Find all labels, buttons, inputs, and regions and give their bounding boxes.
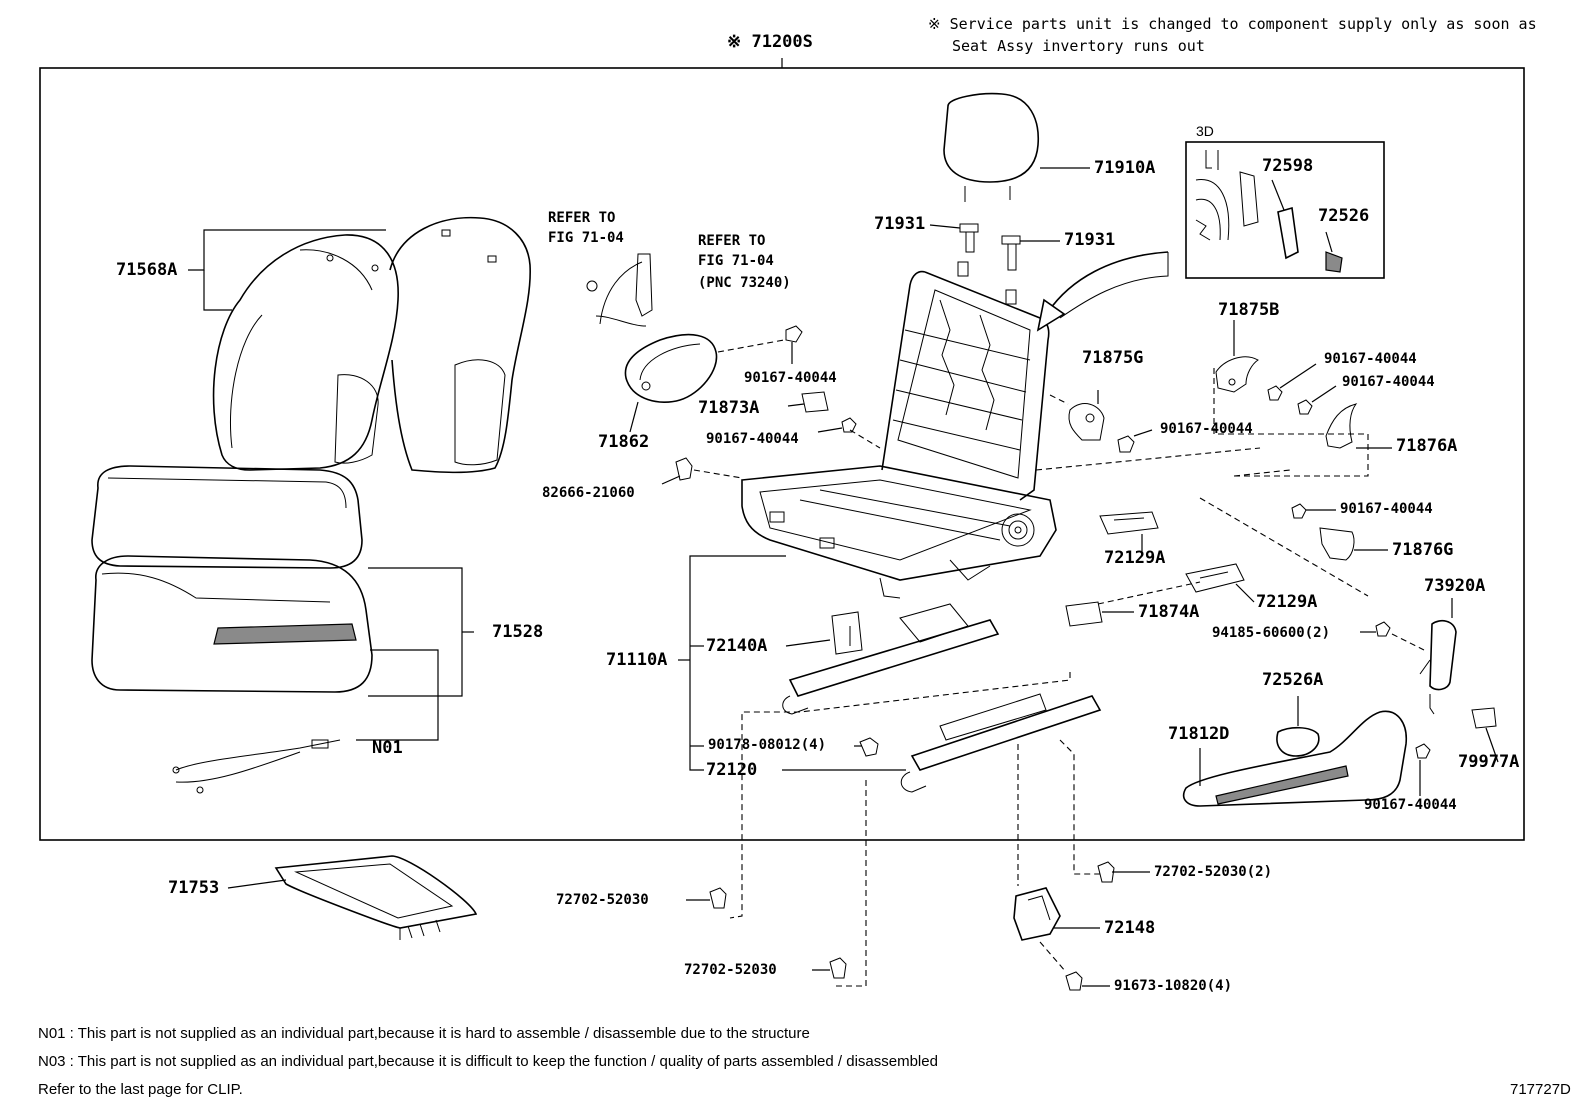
part-label-72120[interactable]: 72120: [706, 760, 758, 780]
leader-90167-b: [817, 427, 843, 433]
bracket-71876G-drawing: [1319, 527, 1355, 561]
trim-72129A-1-drawing: [1099, 511, 1159, 535]
leader-71862: [629, 401, 639, 433]
assembly-number: ※ 71200S: [727, 32, 813, 52]
inset-arrow: [1047, 251, 1169, 313]
part-label-82666-21060[interactable]: 82666-21060: [542, 485, 635, 501]
bracket-71875G-drawing: [1068, 403, 1105, 441]
cover-73920A-drawing: [1419, 619, 1457, 715]
service-note-line1: ※ Service parts unit is changed to compo…: [928, 15, 1537, 33]
part-label-72526A[interactable]: 72526A: [1262, 670, 1324, 690]
part-label-71876A[interactable]: 71876A: [1396, 436, 1458, 456]
leader-90167-e: [1133, 429, 1153, 437]
leader-71528: [368, 567, 463, 697]
belt-anchor-drawing: [586, 253, 653, 327]
part-label-90167-40044-d[interactable]: 90167-40044: [1342, 374, 1435, 390]
leader-90167-d: [1311, 385, 1337, 403]
part-label-91673-10820[interactable]: 91673-10820(4): [1114, 978, 1233, 994]
seat-track-72120-drawing: [900, 693, 1102, 793]
leader-72140A: [785, 639, 831, 647]
bracket-71876A-drawing: [1325, 403, 1358, 449]
part-label-72702-52030-c[interactable]: 72702-52030(2): [1154, 864, 1273, 880]
part-label-90167-40044-a[interactable]: 90167-40044: [744, 370, 837, 386]
part-label-71110A[interactable]: 71110A: [606, 650, 668, 670]
refer-note-b-line1: REFER TO: [698, 233, 766, 249]
leader-71873A: [787, 403, 805, 407]
leader-71753: [227, 879, 287, 889]
trim-72129A-2-drawing: [1185, 563, 1245, 593]
part-label-90167-40044-f[interactable]: 90167-40044: [1340, 501, 1433, 517]
part-label-90167-40044-b[interactable]: 90167-40044: [706, 431, 799, 447]
leader-72598: [1271, 179, 1285, 211]
footer-note-n03: N03 : This part is not supplied as an in…: [38, 1053, 938, 1070]
part-label-71812D[interactable]: 71812D: [1168, 724, 1230, 744]
part-label-71873A[interactable]: 71873A: [698, 398, 760, 418]
refer-note-b-line3: (PNC 73240): [698, 275, 791, 291]
inset-3d-drawing: [1195, 150, 1343, 273]
knob-72526A-drawing: [1276, 726, 1320, 757]
wire-harness-drawing: [172, 739, 341, 794]
leader-79977A: [1485, 727, 1499, 763]
part-label-79977A[interactable]: 79977A: [1458, 752, 1520, 772]
leader-71568A: [188, 229, 386, 271]
footer-note-n01: N01 : This part is not supplied as an in…: [38, 1025, 810, 1042]
seat-track-72140A-drawing: [782, 603, 1000, 715]
part-label-90167-40044-c[interactable]: 90167-40044: [1324, 351, 1417, 367]
part-label-90167-40044-e[interactable]: 90167-40044: [1160, 421, 1253, 437]
headrest-guide-drawing: [959, 223, 1021, 271]
refer-note-a-line1: REFER TO: [548, 210, 616, 226]
seat-cushion-drawing: [91, 465, 373, 693]
refer-note-a-line2: FIG 71-04: [548, 230, 624, 246]
part-label-71876G[interactable]: 71876G: [1392, 540, 1454, 560]
part-label-72526[interactable]: 72526: [1318, 206, 1370, 226]
part-label-71568A[interactable]: 71568A: [116, 260, 178, 280]
part-label-94185-60600[interactable]: 94185-60600(2): [1212, 625, 1331, 641]
inset-3d-label: 3D: [1196, 123, 1214, 139]
recliner-cover-drawing: [624, 333, 718, 403]
part-label-71931-right[interactable]: 71931: [1064, 230, 1116, 250]
part-label-90167-40044-g[interactable]: 90167-40044: [1364, 797, 1457, 813]
leader-72129A-2: [1235, 583, 1255, 603]
part-label-71753[interactable]: 71753: [168, 878, 220, 898]
part-label-72129A-2[interactable]: 72129A: [1256, 592, 1318, 612]
part-label-72598[interactable]: 72598: [1262, 156, 1314, 176]
seat-frame-drawing: [741, 261, 1057, 599]
part-label-71528[interactable]: 71528: [492, 622, 544, 642]
leader-N01: [356, 649, 439, 741]
cushion-frame-drawing: [274, 855, 478, 940]
inset-3d-frame: [1185, 141, 1385, 279]
part-label-71931-left[interactable]: 71931: [874, 214, 926, 234]
illustration-number: 717727D: [1510, 1081, 1571, 1098]
part-label-72148[interactable]: 72148: [1104, 918, 1156, 938]
part-label-72129A-1[interactable]: 72129A: [1104, 548, 1166, 568]
bracket-71874A-drawing: [1065, 601, 1103, 627]
leader-71931-l: [929, 224, 961, 229]
footer-note-clip: Refer to the last page for CLIP.: [38, 1081, 243, 1098]
part-label-71875G[interactable]: 71875G: [1082, 348, 1144, 368]
leader-82666: [661, 475, 681, 485]
part-label-72702-52030-b[interactable]: 72702-52030: [684, 962, 777, 978]
seatback-cover-drawing: [212, 216, 531, 474]
assembly-frame: [39, 67, 1525, 841]
leader-90167-c: [1279, 363, 1317, 389]
shield-71812D-drawing: [1182, 710, 1407, 807]
part-label-72140A[interactable]: 72140A: [706, 636, 768, 656]
bracket-72148-drawing: [1013, 887, 1061, 941]
part-label-71910A[interactable]: 71910A: [1094, 158, 1156, 178]
bracket-71875B-drawing: [1215, 356, 1259, 393]
leader-72526: [1325, 231, 1333, 253]
part-label-N01[interactable]: N01: [372, 738, 403, 758]
part-label-90178-08012[interactable]: 90178-08012(4): [708, 737, 827, 753]
part-label-73920A[interactable]: 73920A: [1424, 576, 1486, 596]
headrest-drawing: [943, 92, 1040, 202]
bracket-71110A: [689, 555, 786, 771]
part-label-72702-52030-a[interactable]: 72702-52030: [556, 892, 649, 908]
part-label-71874A[interactable]: 71874A: [1138, 602, 1200, 622]
leader-71568A-b: [203, 270, 232, 311]
service-note-line2: Seat Assy invertory runs out: [952, 37, 1205, 55]
refer-note-b-line2: FIG 71-04: [698, 253, 774, 269]
part-label-71875B[interactable]: 71875B: [1218, 300, 1280, 320]
part-label-71862[interactable]: 71862: [598, 432, 650, 452]
